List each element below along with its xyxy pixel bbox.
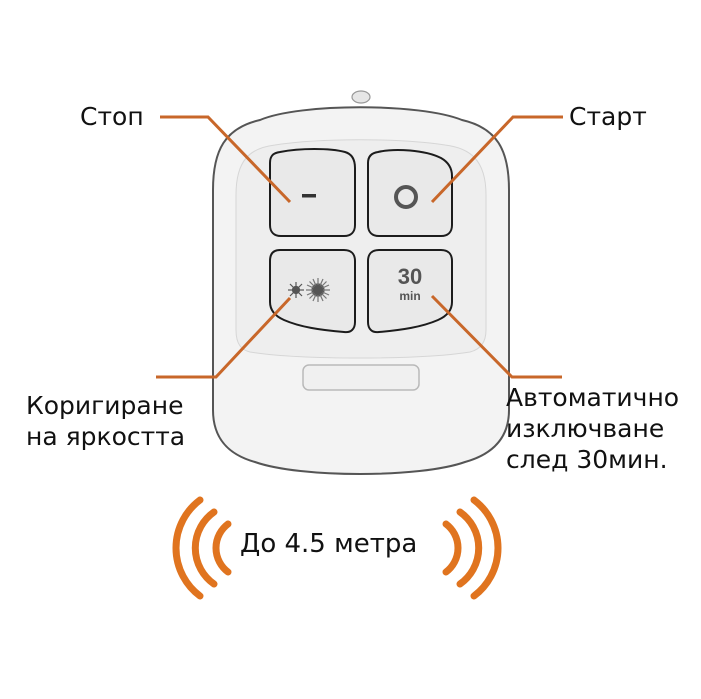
timer-value: 30 [397,264,423,289]
start-button-shape [367,149,453,237]
timer-button-shape [367,249,453,334]
wave-left-2 [191,508,218,588]
wave-left-3 [172,496,204,600]
callout-line-stop [160,115,292,204]
callout-label-brightness: Коригиране на яркостта [26,390,185,452]
remote-slot [302,364,420,391]
callout-label-start: Старт [569,102,647,131]
range-label: До 4.5 метра [240,529,418,559]
callout-label-timer: Автоматично изключване след 30мин. [506,382,679,475]
circle-icon [394,185,418,209]
callout-label-brightness-line1: Коригиране [26,391,184,420]
callout-line-brightness [156,296,292,379]
timer-unit: min [399,289,421,303]
wave-right-1 [442,520,462,576]
remote-body [212,90,510,475]
minus-icon [302,194,316,198]
wave-right-2 [456,508,483,588]
callout-label-timer-line1: Автоматично [506,383,680,412]
callout-label-timer-line2: изключване [506,414,665,443]
signal-waves [172,496,502,600]
wave-right-3 [470,496,502,600]
callout-lines [156,115,563,379]
wave-left-1 [212,520,232,576]
callout-line-start [430,115,563,204]
callout-label-timer-line3: след 30мин. [506,445,668,474]
callout-line-timer [430,294,562,379]
stop-button-shape [269,148,356,237]
brightness-button-shape [269,249,356,334]
callout-label-brightness-line2: на яркостта [26,422,186,451]
callout-label-stop: Стоп [80,102,144,131]
brightness-icon [288,278,330,302]
